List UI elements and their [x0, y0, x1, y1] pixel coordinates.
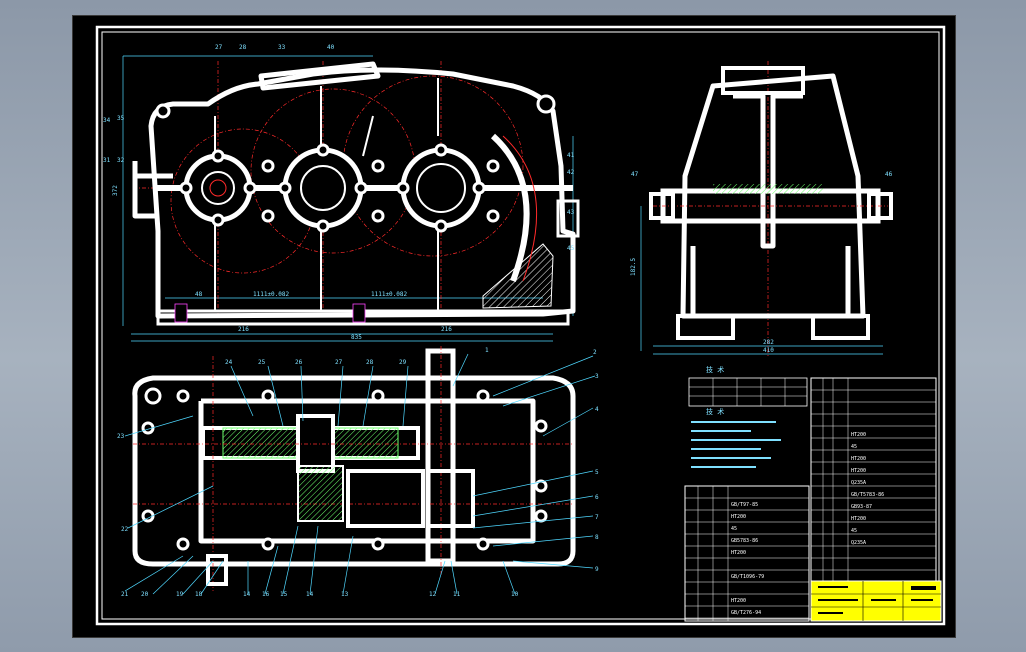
- plan-housing: [132, 375, 576, 567]
- part-row-16: GB/T1096-79: [731, 574, 764, 580]
- leader-20: 20: [141, 591, 149, 598]
- leader-26: 26: [295, 359, 303, 366]
- leader-22: 22: [121, 526, 129, 533]
- dim-216-a: 216: [238, 326, 249, 333]
- leader-45: 45: [567, 245, 575, 252]
- part-row-17: HT200: [731, 598, 746, 604]
- leader-13: 13: [341, 591, 349, 598]
- leader-29: 29: [399, 359, 407, 366]
- leader-32: 32: [117, 157, 125, 164]
- part-row-14: GB5783-86: [731, 538, 758, 544]
- part-row-12: HT200: [731, 514, 746, 520]
- outer-frame: [95, 25, 946, 626]
- bearing-boss-2: [282, 147, 364, 229]
- leader-15: 15: [280, 591, 288, 598]
- leader-16: 16: [262, 591, 270, 598]
- leader-11: 11: [453, 591, 461, 598]
- part-row-11: GB/T97-85: [731, 502, 758, 508]
- leader-43: 43: [567, 209, 575, 216]
- part-row-4: HT200: [851, 468, 866, 474]
- leader-28: 28: [239, 44, 247, 51]
- leader-19: 19: [176, 591, 184, 598]
- title-block: [810, 580, 942, 622]
- leader-21: 21: [121, 591, 129, 598]
- dim-372: 372: [112, 185, 119, 196]
- leader-25: 25: [258, 359, 266, 366]
- tech-notes-title: 技 术: [706, 407, 724, 416]
- leader-6: 6: [595, 494, 599, 501]
- dim-282: 282: [763, 339, 774, 346]
- front-view: 27 28 33 40 34 35 31 32 41 42 43 45 48 1…: [103, 44, 580, 342]
- leader-42: 42: [567, 169, 575, 176]
- leader-7: 7: [595, 514, 599, 521]
- leader-12: 14: [243, 591, 251, 598]
- dim-216-b: 216: [441, 326, 452, 333]
- leader-35: 35: [117, 115, 125, 122]
- bearing-boss-3: [400, 147, 482, 229]
- drawing-sheet: 27 28 33 40 34 35 31 32 41 42 43 45 48 1…: [72, 15, 956, 638]
- part-row-8: HT200: [851, 516, 866, 522]
- dim-410: 410: [763, 347, 774, 354]
- part-row-15: HT200: [731, 550, 746, 556]
- leader-2: 2: [593, 349, 597, 356]
- leader-41: 41: [567, 152, 575, 159]
- plan-view: 24 25 26 27 28 29 1 2 3 23 22 21 20 19 1…: [117, 346, 599, 598]
- leader-23: 23: [117, 433, 125, 440]
- leader-10: 10: [511, 591, 519, 598]
- leader-34: 34: [103, 117, 111, 124]
- leader-46: 46: [885, 171, 893, 178]
- leader-33: 33: [278, 44, 286, 51]
- dim-835: 835: [351, 334, 362, 341]
- leader-3: 3: [595, 373, 599, 380]
- dim-182-5: 182.5: [630, 258, 637, 276]
- part-row-6: GB/T5783-86: [851, 492, 884, 498]
- technical-requirements: 技 术 技 术: [688, 365, 808, 468]
- part-row-3: HT200: [851, 456, 866, 462]
- side-view: 47 46 182.5 282 410: [630, 61, 893, 356]
- parts-list: HT200 45 HT200 HT200 Q235A GB/T5783-86 G…: [684, 377, 937, 622]
- gearbox-drawing: 27 28 33 40 34 35 31 32 41 42 43 45 48 1…: [95, 25, 946, 626]
- part-row-2: 45: [851, 444, 857, 450]
- inner-frame: [101, 31, 940, 620]
- leader-9: 9: [595, 566, 599, 573]
- leader-18: 18: [195, 591, 203, 598]
- dim-1111-a: 1111±0.082: [253, 291, 290, 298]
- leader-31: 31: [103, 157, 111, 164]
- leader-24: 24: [225, 359, 233, 366]
- leader-40: 40: [327, 44, 335, 51]
- part-row-1: HT200: [851, 432, 866, 438]
- leader-27p: 27: [335, 359, 343, 366]
- part-row-18: GB/T276-94: [731, 610, 761, 616]
- part-row-13: 45: [731, 526, 737, 532]
- leader-47: 47: [631, 171, 639, 178]
- part-row-10: Q235A: [851, 540, 866, 546]
- leader-28p: 28: [366, 359, 374, 366]
- tech-req-title: 技 术: [706, 365, 724, 374]
- leader-5: 5: [595, 469, 599, 476]
- dim-1111-b: 1111±0.082: [371, 291, 408, 298]
- dim-48: 48: [195, 291, 203, 298]
- leader-27: 27: [215, 44, 223, 51]
- leader-8: 8: [595, 534, 599, 541]
- part-row-9: 45: [851, 528, 857, 534]
- bearing-boss-1: [183, 153, 253, 223]
- part-row-5: Q235A: [851, 480, 866, 486]
- part-row-7: GB93-87: [851, 504, 872, 510]
- leader-14: 14: [306, 591, 314, 598]
- leader-1: 1: [485, 347, 489, 354]
- leader-4: 4: [595, 406, 599, 413]
- leader-12b: 12: [429, 591, 437, 598]
